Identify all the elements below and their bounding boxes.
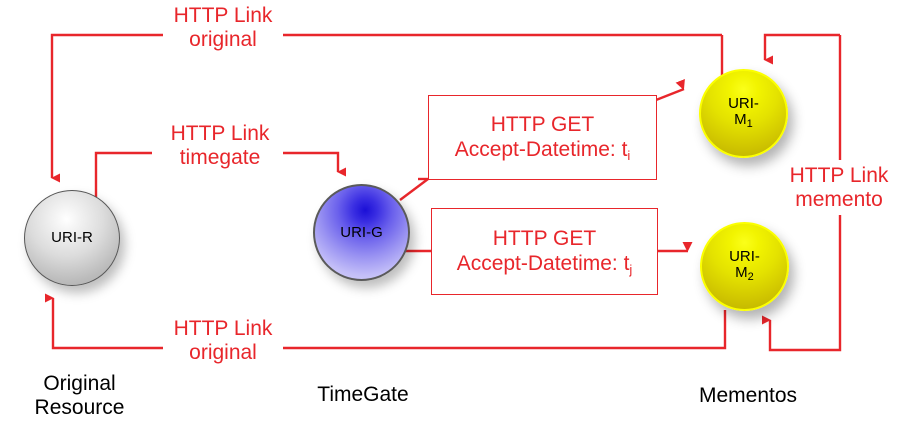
wire-link-original-bottom-left <box>45 293 163 350</box>
node-uri-m1[interactable]: URI-M1 <box>699 69 788 158</box>
node-uri-r[interactable]: URI-R <box>24 190 120 286</box>
label-link-original-top: HTTP Link original <box>173 4 273 51</box>
request-box-ti-line2: Accept-Datetime: t <box>454 137 628 161</box>
wire-link-memento-top <box>763 33 840 65</box>
request-box-ti-line1: HTTP GET <box>490 112 595 136</box>
caption-timegate: TimeGate <box>317 383 409 406</box>
node-uri-m2-label: URI-M2 <box>729 249 760 283</box>
node-uri-r-label: URI-R <box>51 229 93 247</box>
label-link-original-bottom: HTTP Link original <box>173 317 273 364</box>
node-uri-m1-label: URI-M1 <box>728 96 759 130</box>
label-link-timegate: HTTP Link timegate <box>170 122 270 169</box>
wire-link-timegate-left <box>94 151 152 200</box>
wire-link-original-bottom-right <box>283 310 727 350</box>
node-uri-g[interactable]: URI-G <box>313 184 410 281</box>
node-uri-m2-prefix: URI- <box>729 248 760 266</box>
label-link-memento: HTTP Link memento <box>789 164 889 211</box>
wire-link-memento-lower-stem <box>762 215 842 352</box>
request-box-tj-subscript: j <box>629 261 633 277</box>
node-uri-m2-base: M <box>735 264 748 282</box>
wire-link-timegate-right <box>283 151 346 177</box>
wire-link-original-top-left <box>50 33 163 183</box>
node-uri-m2-subscript: 2 <box>747 271 754 284</box>
node-uri-g-label: URI-G <box>340 223 383 241</box>
node-uri-m1-base: M <box>734 111 747 129</box>
wire-get-ti-in <box>399 178 429 201</box>
node-uri-m2[interactable]: URI-M2 <box>700 222 789 311</box>
request-box-ti-subscript: i <box>627 147 631 163</box>
caption-mementos: Mementos <box>698 384 798 407</box>
node-uri-m1-prefix: URI- <box>728 95 759 113</box>
wire-get-ti-out <box>655 78 685 102</box>
caption-original-resource: Original Resource <box>34 372 125 419</box>
request-box-tj-line2: Accept-Datetime: t <box>456 251 630 275</box>
node-uri-m1-subscript: 1 <box>746 118 753 131</box>
request-box-tj-line1: HTTP GET <box>492 226 597 250</box>
